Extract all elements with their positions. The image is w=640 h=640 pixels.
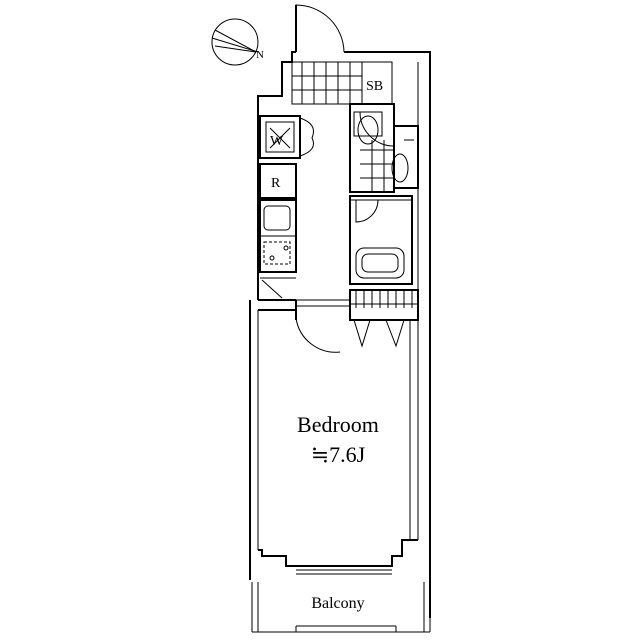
balcony-area	[251, 582, 431, 633]
shoe-box-label: SB	[366, 79, 383, 94]
washbasin	[391, 125, 419, 189]
entrance-tile-area: SB	[291, 61, 393, 105]
kitchen-counter	[259, 199, 297, 299]
corridor-walls	[258, 299, 350, 307]
toilet-room	[349, 103, 395, 193]
bedroom-interior	[257, 320, 411, 550]
compass-icon: N	[211, 18, 264, 66]
entrance-door	[295, 4, 345, 53]
compass-north-label: N	[256, 49, 264, 61]
refrigerator-area: R	[259, 163, 297, 199]
bedroom-door	[258, 300, 341, 353]
closet	[349, 289, 419, 348]
refrigerator-label: R	[271, 176, 281, 191]
balcony-label: Balcony	[311, 595, 364, 612]
washer-area: W	[259, 115, 314, 159]
bedroom-name-label: Bedroom	[297, 412, 379, 437]
bedroom-size-label: ≒7.6J	[311, 442, 366, 467]
bathroom	[349, 195, 413, 285]
